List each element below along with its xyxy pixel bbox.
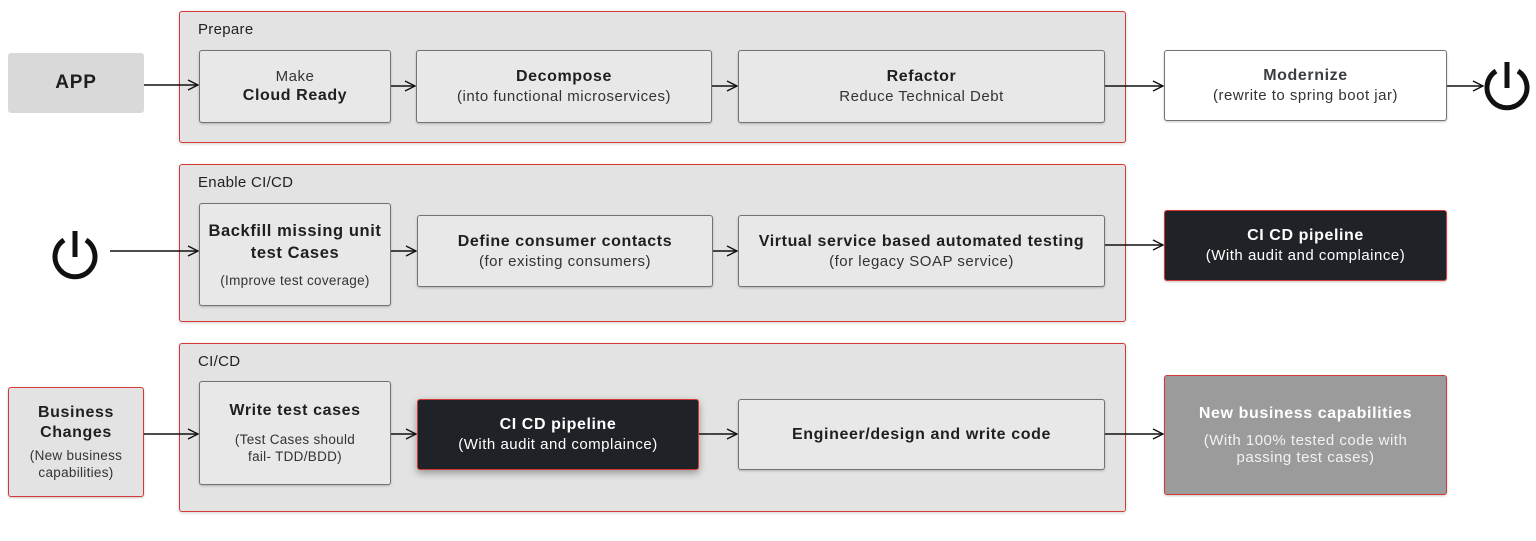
modernize-subtitle: (rewrite to spring boot jar) [1213, 87, 1398, 104]
virtual-service-box: Virtual service based automated testing … [738, 215, 1105, 287]
make-line1: Make [275, 68, 315, 85]
business-subtitle: (New business capabilities) [29, 448, 123, 480]
backfill-title: Backfill missing unit test Cases [208, 222, 382, 262]
enable-cicd-stage-label: Enable CI/CD [198, 174, 294, 191]
pipeline-subtitle: (With audit and complaince) [458, 436, 658, 453]
consumer-contacts-box: Define consumer contacts (for existing c… [417, 215, 713, 287]
power-icon [1484, 62, 1530, 111]
business-title: Business Changes [38, 404, 114, 441]
refactor-subtitle: Reduce Technical Debt [839, 88, 1004, 105]
write-tests-title: Write test cases [229, 402, 361, 419]
cicd-stage-label: CI/CD [198, 353, 241, 370]
virtual-subtitle: (for legacy SOAP service) [829, 252, 1014, 270]
refactor-title: Refactor [886, 68, 957, 85]
new-capabilities-box: New business capabilities (With 100% tes… [1164, 375, 1447, 495]
make-line2: Cloud Ready [242, 87, 348, 104]
cicd-pipeline-box: CI CD pipeline (With audit and complainc… [417, 399, 699, 470]
prepare-stage-label: Prepare [198, 21, 254, 38]
power-icon [52, 231, 98, 280]
write-test-cases-box: Write test cases (Test Cases should fail… [199, 381, 391, 485]
pipeline-output-title: CI CD pipeline [1247, 227, 1364, 244]
decompose-subtitle: (into functional microservices) [457, 88, 671, 105]
app-label: APP [55, 72, 97, 93]
app-box: APP [8, 53, 144, 113]
pipeline-output-subtitle: (With audit and complaince) [1205, 247, 1406, 264]
new-caps-title: New business capabilities [1198, 405, 1413, 422]
modernize-title: Modernize [1263, 67, 1348, 84]
modernize-box: Modernize (rewrite to spring boot jar) [1164, 50, 1447, 121]
business-changes-box: Business Changes (New business capabilit… [8, 387, 144, 497]
virtual-title: Virtual service based automated testing [758, 232, 1085, 250]
decompose-title: Decompose [515, 68, 613, 85]
cicd-pipeline-output-box: CI CD pipeline (With audit and complainc… [1164, 210, 1447, 281]
write-tests-subtitle: (Test Cases should fail- TDD/BDD) [234, 432, 356, 464]
consumer-title: Define consumer contacts [457, 232, 673, 250]
backfill-subtitle: (Improve test coverage) [220, 273, 370, 288]
backfill-box: Backfill missing unit test Cases (Improv… [199, 203, 391, 306]
engineer-title: Engineer/design and write code [792, 425, 1051, 443]
refactor-box: Refactor Reduce Technical Debt [738, 50, 1105, 123]
make-cloud-ready-box: Make Cloud Ready [199, 50, 391, 123]
engineer-design-box: Engineer/design and write code [738, 399, 1105, 470]
decompose-box: Decompose (into functional microservices… [416, 50, 712, 123]
consumer-subtitle: (for existing consumers) [478, 252, 652, 270]
new-caps-subtitle: (With 100% tested code with passing test… [1203, 432, 1408, 466]
pipeline-title: CI CD pipeline [499, 416, 617, 433]
